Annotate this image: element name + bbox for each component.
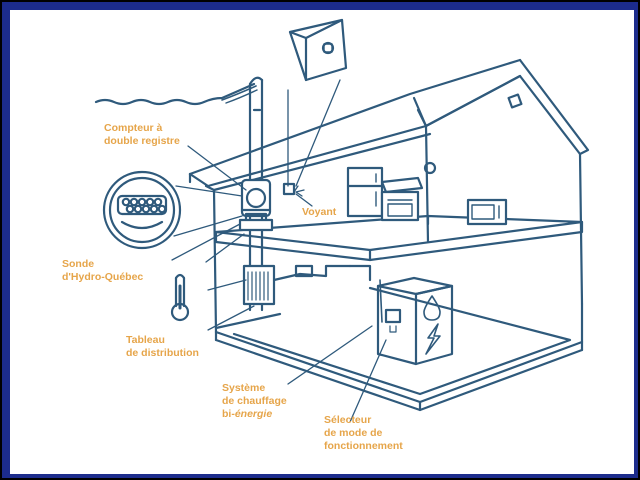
gable-vent bbox=[509, 95, 522, 108]
heating-system-label: Système de chauffage bi-énergie bbox=[222, 382, 287, 421]
electric-meter bbox=[242, 180, 270, 222]
meter-box-inset bbox=[290, 20, 346, 80]
heating-system bbox=[378, 278, 452, 364]
meter-dial-icon bbox=[104, 172, 180, 248]
lightning-icon bbox=[426, 324, 440, 354]
stove bbox=[382, 178, 422, 220]
microwave bbox=[468, 200, 506, 224]
diagram-canvas: Compteur à double registre Voyant Sonde … bbox=[10, 10, 634, 474]
probe-box bbox=[240, 220, 272, 230]
panel-label: Tableau de distribution bbox=[126, 334, 199, 360]
power-line bbox=[96, 84, 257, 104]
distribution-panel bbox=[244, 266, 274, 304]
house-wiring bbox=[274, 266, 370, 280]
fuel-drop-icon bbox=[424, 296, 440, 320]
selector-label: Sélecteur de mode de fonctionnement bbox=[324, 414, 403, 453]
meter-label: Compteur à double registre bbox=[104, 122, 180, 148]
probe-label: Sonde d'Hydro-Québec bbox=[62, 258, 143, 284]
voyant-label: Voyant bbox=[302, 206, 336, 219]
thermometer-icon bbox=[172, 275, 188, 320]
house-illustration bbox=[10, 10, 634, 474]
voyant-light bbox=[284, 184, 294, 194]
refrigerator bbox=[348, 168, 382, 216]
leader-lines bbox=[172, 80, 386, 422]
